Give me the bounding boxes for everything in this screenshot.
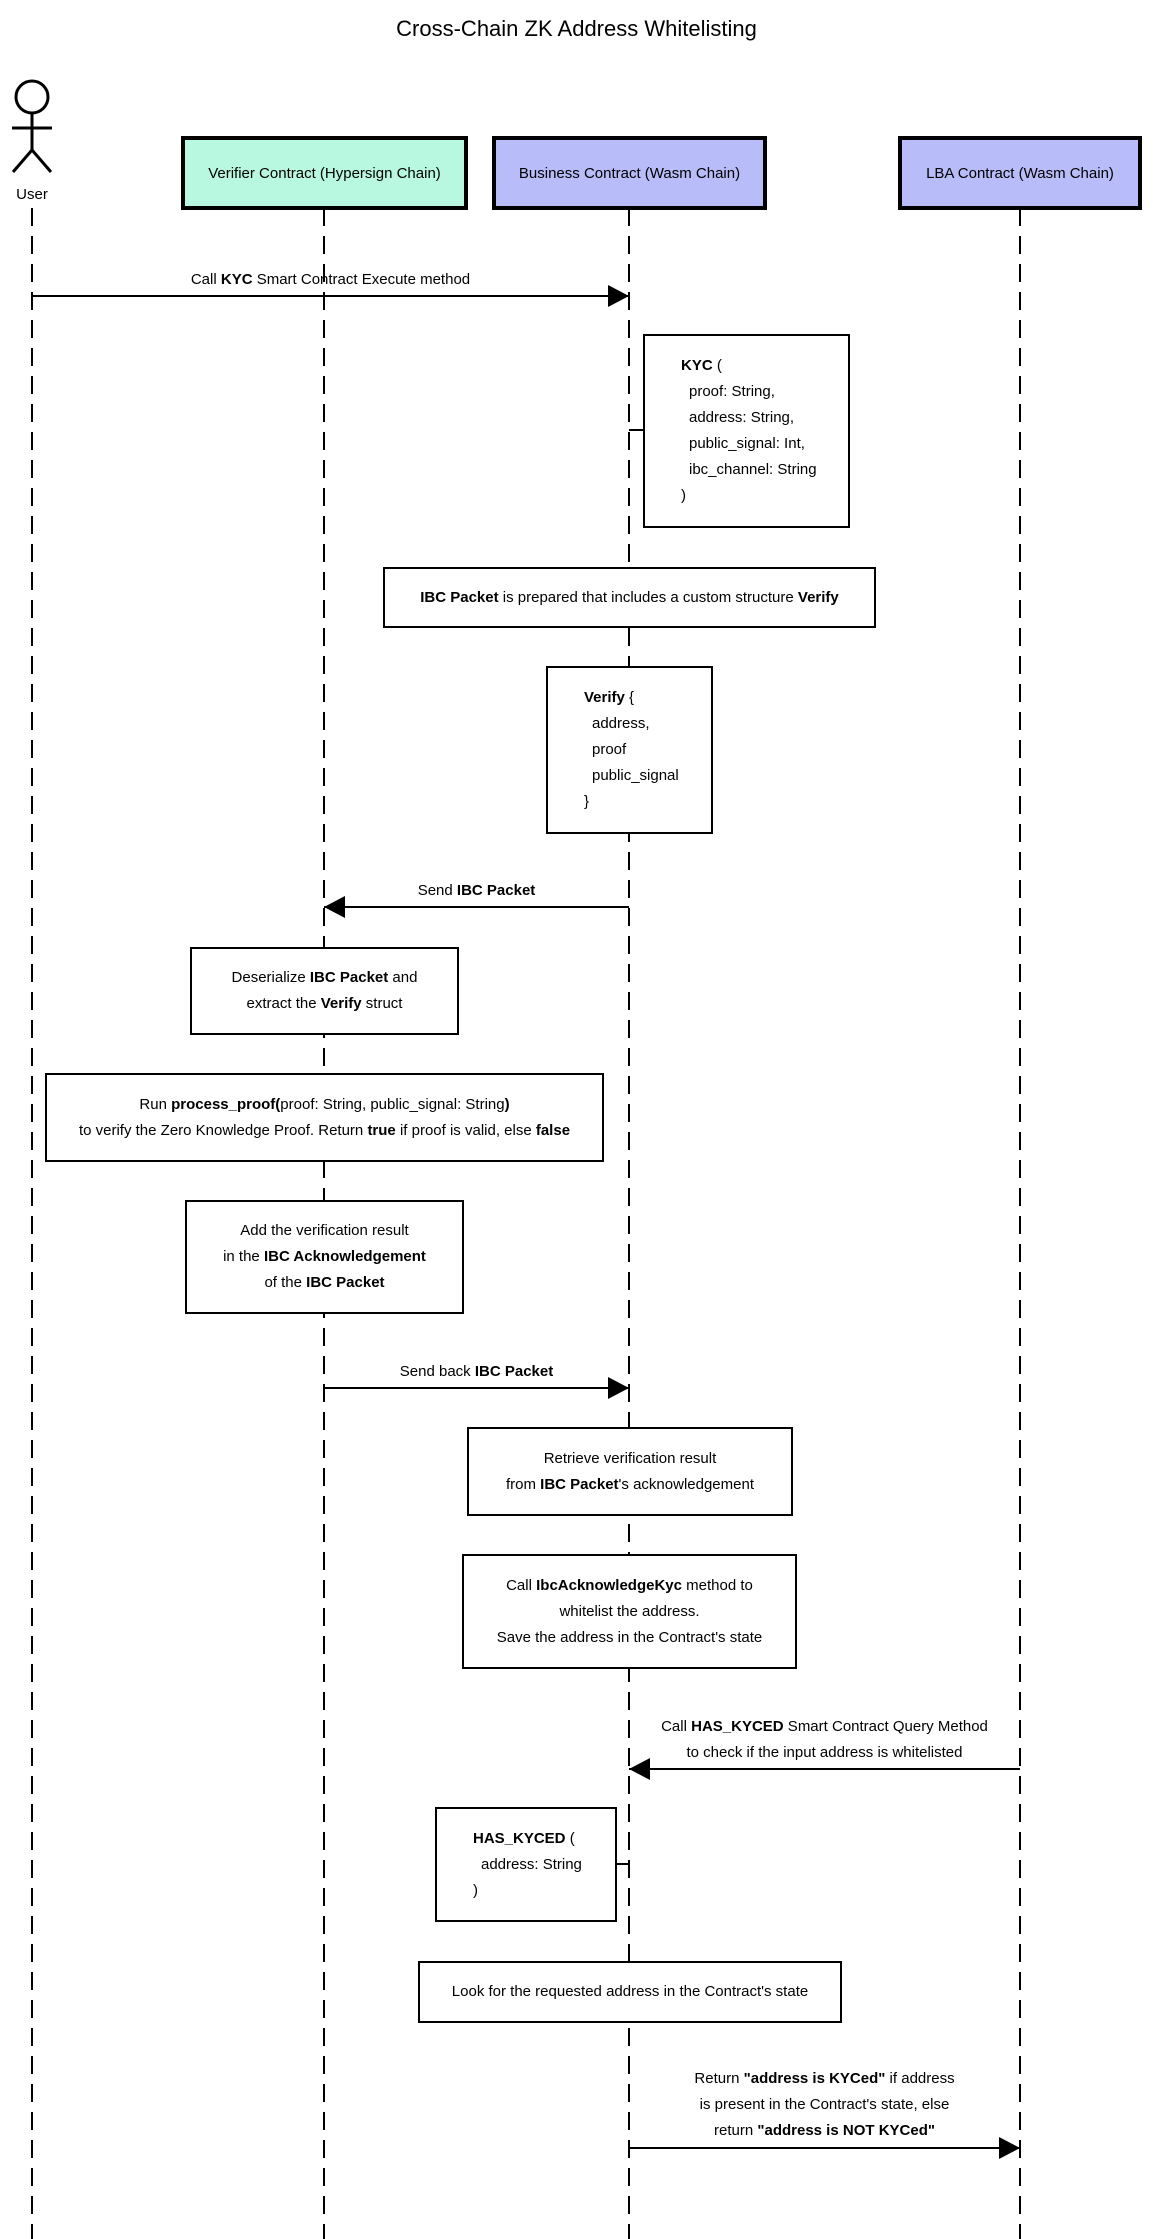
kyc-field: address: String, [689,409,795,426]
call-ibc-acknowledge-note: Call IbcAcknowledgeKyc method to whiteli… [462,1554,797,1669]
kyc-struct-name: KYC [681,357,713,374]
verify-field: public_signal [592,767,679,784]
has-kyced-field: address: String [481,1855,582,1873]
verify-struct-name: Verify [584,689,625,706]
deserialize-note: Deserialize IBC Packet and extract the V… [190,947,459,1035]
ibc-packet-prepared-note: IBC Packet is prepared that includes a c… [383,567,876,628]
lookup-address-note: Look for the requested address in the Co… [418,1961,842,2023]
has-kyced-query-arrowhead [629,1758,650,1780]
kyc-field: proof: String, [689,383,775,400]
diagram-title: Cross-Chain ZK Address Whitelisting [396,16,757,41]
business-contract-box: Business Contract (Wasm Chain) [492,136,767,210]
business-contract-label: Business Contract (Wasm Chain) [518,164,741,182]
verify-field: address, [592,715,650,732]
kyc-struct-note: KYC ( proof: String, address: String, pu… [643,334,850,528]
add-verification-result-note: Add the verification result in the IBC A… [185,1200,464,1314]
call-kyc-arrowhead [608,285,629,307]
kyc-field: public_signal: Int, [689,435,805,452]
verify-field: proof [592,741,627,758]
has-kyced-query-message-label: Call HAS_KYCED Smart Contract Query Meth… [661,1718,988,1761]
call-kyc-message-label: Call KYC Smart Contract Execute method [190,271,471,288]
has-kyced-struct-note: HAS_KYCED ( address: String ) [435,1807,617,1922]
lba-contract-box: LBA Contract (Wasm Chain) [898,136,1142,210]
return-result-arrowhead [999,2137,1020,2159]
verifier-contract-box: Verifier Contract (Hypersign Chain) [181,136,468,210]
send-back-message-label: Send back IBC Packet [399,1363,554,1380]
has-kyced-struct-name: HAS_KYCED [473,1829,566,1847]
user-actor-icon [11,79,53,173]
lba-contract-label: LBA Contract (Wasm Chain) [926,164,1114,182]
run-process-proof-note: Run process_proof(proof: String, public_… [45,1073,604,1162]
send-ibc-arrowhead [324,896,345,918]
verifier-contract-label: Verifier Contract (Hypersign Chain) [208,164,441,182]
return-result-message-label: Return "address is KYCed" if address is … [694,2070,955,2139]
user-actor-label: User [16,186,48,203]
kyc-field: ibc_channel: String [689,461,817,478]
verify-struct-note: Verify { address, proof public_signal } [546,666,713,834]
send-back-arrowhead [608,1377,629,1399]
retrieve-result-note: Retrieve verification result from IBC Pa… [467,1427,793,1516]
send-ibc-message-label: Send IBC Packet [417,882,536,899]
